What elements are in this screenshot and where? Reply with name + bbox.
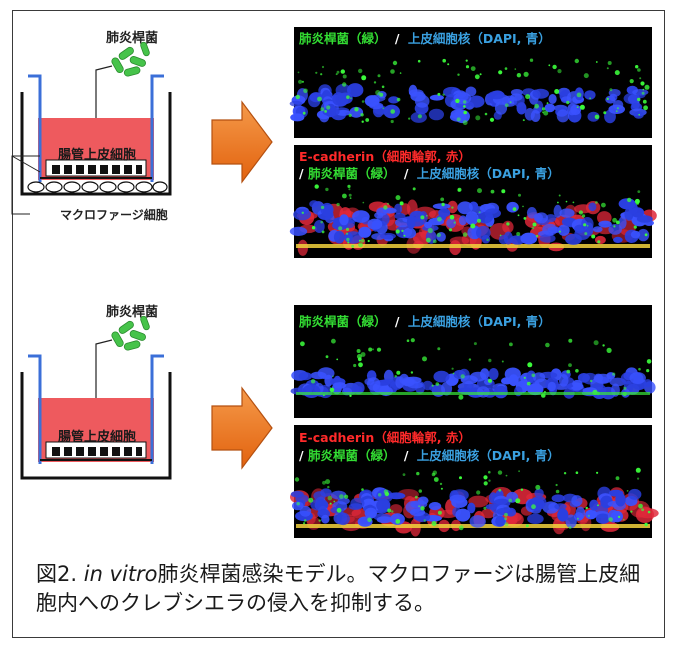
top-panel2-slash: /: [299, 166, 304, 181]
bottom-microscopy-panel-1: 肺炎桿菌（緑） / 上皮細胞核（DAPI, 青）: [290, 305, 656, 418]
top-epithelium-cells: [45, 159, 147, 177]
top-microscopy-panel-1: 肺炎桿菌（緑） / 上皮細胞核（DAPI, 青）: [289, 27, 652, 138]
top-panel1-slash: /: [395, 31, 400, 46]
bottom-bacteria-label: 肺炎桿菌: [106, 304, 158, 320]
bottom-panel1-slash: /: [395, 314, 400, 329]
top-bacteria-icon: [111, 41, 150, 77]
bottom-panel2-label-red: E-cadherin（細胞輪郭, 赤）: [299, 430, 471, 445]
top-arrow: [211, 100, 273, 184]
bottom-panel1-image: [290, 338, 656, 400]
top-macrophage-label: マクロファージ細胞: [60, 207, 168, 222]
top-epithelium-label: 腸管上皮細胞: [58, 147, 136, 163]
bottom-panel2-label-green: 肺炎桿菌（緑）: [308, 448, 396, 463]
bottom-bacteria-icon: [111, 315, 150, 351]
top-bacteria-label: 肺炎桿菌: [106, 30, 158, 46]
top-panel2-label-green: 肺炎桿菌（緑）: [308, 166, 396, 181]
top-panel2-label-blue: 上皮細胞核（DAPI, 青）: [417, 166, 560, 181]
svg-text:肺炎桿菌（緑） / 上皮細胞核（DA: 肺炎桿菌（緑） / 上皮細胞核（DAPI, 青）: [299, 314, 551, 329]
svg-text:/ 肺炎桿菌（緑） /: / 肺炎桿菌（緑） / 上皮細胞核（DAPI, 青）: [299, 166, 560, 181]
caption-prefix: 図2.: [36, 562, 78, 586]
svg-text:肺炎桿菌（緑） / 上皮細胞核（DA: 肺炎桿菌（緑） / 上皮細胞核（DAPI, 青）: [299, 31, 551, 46]
top-panel1-label-green: 肺炎桿菌（緑）: [299, 31, 387, 46]
bottom-panel2-image: [290, 467, 659, 537]
bottom-microscopy-panel-2: E-cadherin（細胞輪郭, 赤） / 肺炎桿菌（緑） / 上皮細胞核（DA…: [290, 425, 659, 538]
figure-caption: 図2. in vitro肺炎桿菌感染モデル。マクロファージは腸管上皮細胞内へのク…: [36, 560, 656, 618]
bottom-epithelium-cells: [45, 441, 147, 459]
svg-text:/ 肺炎桿菌（緑） /: / 肺炎桿菌（緑） / 上皮細胞核（DAPI, 青）: [299, 448, 560, 463]
bottom-panel2-slash2: /: [404, 448, 409, 463]
bottom-arrow: [211, 386, 273, 470]
top-panel1-label-blue: 上皮細胞核（DAPI, 青）: [408, 31, 551, 46]
top-panel2-slash2: /: [404, 166, 409, 181]
top-panel1-image: [289, 58, 650, 126]
bottom-epithelium-label: 腸管上皮細胞: [58, 429, 136, 445]
caption-rest: 肺炎桿菌感染モデル。マクロファージは腸管上皮細胞内へのクレブシエラの侵入を抑制す…: [36, 562, 641, 615]
top-panel2-label-red: E-cadherin（細胞輪郭, 赤）: [299, 149, 471, 164]
bottom-panel2-label-blue: 上皮細胞核（DAPI, 青）: [417, 448, 560, 463]
top-macrophage-cells: [27, 181, 168, 193]
caption-italic: in vitro: [83, 562, 158, 586]
top-well-diagram: 肺炎桿菌: [11, 30, 172, 222]
top-microscopy-panel-2: E-cadherin（細胞輪郭, 赤） / 肺炎桿菌（緑） / 上皮細胞核（DA…: [289, 145, 657, 258]
bottom-well-diagram: 肺炎桿菌 腸管上皮細胞: [20, 304, 172, 480]
bottom-panel1-label-green: 肺炎桿菌（緑）: [299, 314, 387, 329]
bottom-panel1-label-blue: 上皮細胞核（DAPI, 青）: [408, 314, 551, 329]
bottom-panel2-slash: /: [299, 448, 304, 463]
top-panel2-image: [289, 184, 657, 256]
